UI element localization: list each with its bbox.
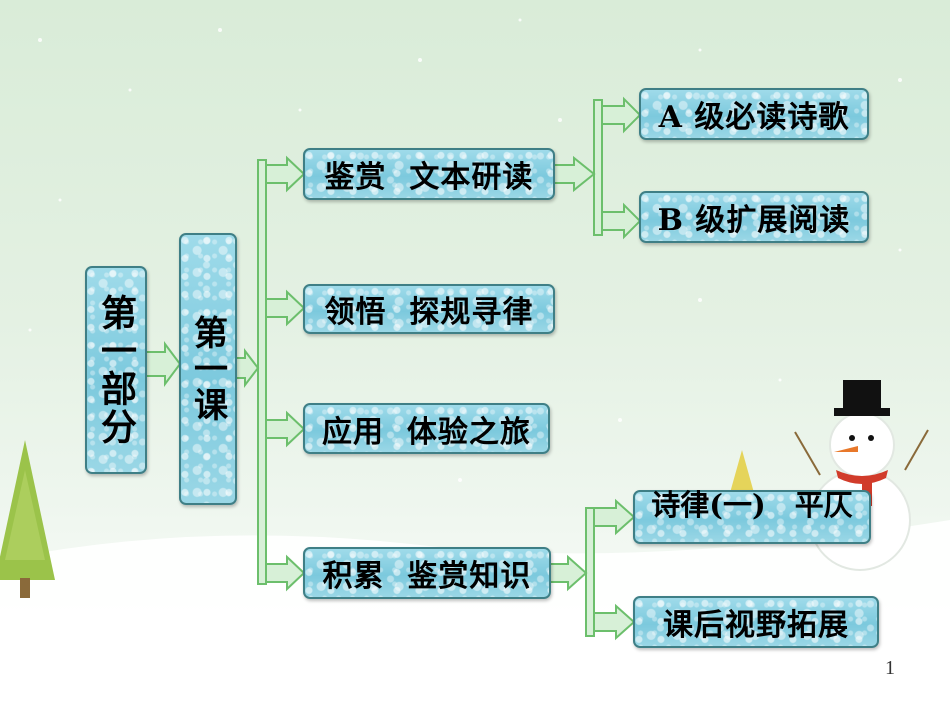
vertical-connector-section4 (585, 507, 595, 637)
arrow-right-icon (593, 603, 636, 641)
subsection-label: A 级必读诗歌 (658, 100, 850, 135)
arrow-right-icon (235, 348, 260, 388)
lesson-node: 第一课 (179, 233, 237, 505)
root-node-label: 第一部分 (95, 294, 137, 446)
section-node-4: 积累 鉴赏知识 (303, 547, 551, 599)
subsection-label: 诗律(一) 平仄 (651, 488, 853, 522)
section-node-2: 领悟 探规寻律 (303, 284, 555, 334)
section-label: 领悟 探规寻律 (324, 295, 534, 330)
arrow-right-icon (553, 155, 596, 193)
subsection-label: 课后视野拓展 (663, 608, 849, 643)
vertical-connector-section1 (593, 99, 603, 236)
section-label: 应用 体验之旅 (322, 414, 531, 450)
subsection-node-b: B 级扩展阅读 (639, 191, 869, 243)
subsection-node-poetry-rhythm: 诗律(一) 平仄 (633, 488, 871, 544)
subsection-label: B 级扩展阅读 (657, 203, 851, 238)
root-node: 第一部分 (85, 266, 147, 474)
tree-left-icon (0, 440, 55, 598)
arrow-right-icon (601, 202, 642, 240)
page-number: 1 (885, 657, 895, 679)
arrow-right-icon (265, 289, 306, 327)
arrow-right-icon (593, 498, 636, 536)
subsection-node-extension: 课后视野拓展 (633, 596, 879, 648)
section-label: 积累 鉴赏知识 (322, 559, 532, 594)
lesson-node-label: 第一课 (187, 315, 228, 423)
arrow-right-icon (265, 410, 306, 448)
vertical-connector-lesson (257, 159, 267, 585)
arrow-right-icon (145, 341, 182, 387)
section-label: 鉴赏 文本研读 (324, 160, 534, 195)
section-node-3: 应用 体验之旅 (303, 403, 550, 454)
section-node-1: 鉴赏 文本研读 (303, 148, 555, 200)
arrow-right-icon (601, 96, 642, 134)
arrow-right-icon (265, 155, 306, 193)
subsection-node-a: A 级必读诗歌 (639, 88, 869, 140)
arrow-right-icon (549, 554, 588, 592)
arrow-right-icon (265, 554, 306, 592)
